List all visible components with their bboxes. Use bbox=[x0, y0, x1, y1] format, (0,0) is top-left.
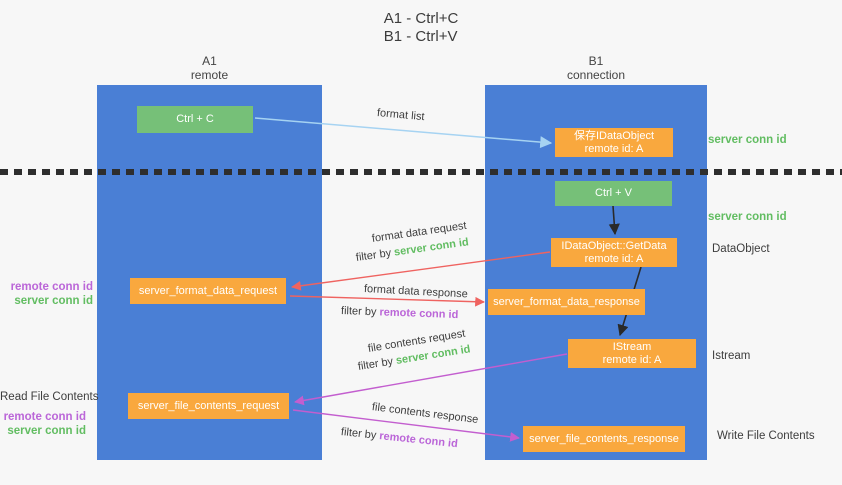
arrow-label-format-data-response: format data response bbox=[363, 283, 469, 301]
node-idataobject-getdata-line2: remote id: A bbox=[584, 252, 644, 265]
label-server-conn-id-top: server conn id bbox=[708, 134, 787, 146]
arrow-label-file-response-filter: filter by remote conn id bbox=[340, 426, 458, 450]
arrow-label-file-contents-response: file contents response bbox=[371, 401, 479, 426]
label-format-remote-conn-id: remote conn id bbox=[10, 281, 93, 293]
title-line-1: A1 - Ctrl+C bbox=[383, 10, 459, 27]
filter-by-prefix: filter by bbox=[340, 426, 380, 442]
lifeline-b1-id: B1 bbox=[588, 54, 604, 68]
lifeline-b1-role: connection bbox=[566, 68, 626, 82]
filter-by-prefix: filter by bbox=[340, 305, 380, 319]
lifeline-a1-id: A1 bbox=[202, 54, 217, 68]
node-ctrl-c: Ctrl + C bbox=[137, 106, 253, 133]
node-server-format-data-response: server_format_data_response bbox=[488, 289, 645, 315]
node-ctrl-v: Ctrl + V bbox=[555, 181, 672, 206]
node-istream-line1: IStream bbox=[612, 340, 652, 353]
diagram-title-lines: A1 - Ctrl+C B1 - Ctrl+V bbox=[384, 10, 459, 46]
lifeline-header-a1: A1 remote bbox=[97, 54, 322, 82]
node-save-idataobject-line1: 保存IDataObject bbox=[573, 129, 655, 142]
title-line-2: B1 - Ctrl+V bbox=[383, 28, 458, 45]
node-server-file-contents-request: server_file_contents_request bbox=[128, 393, 289, 419]
label-istream: Istream bbox=[712, 350, 751, 362]
node-save-idataobject-line2: remote id: A bbox=[584, 142, 644, 155]
label-format-conn-ids: remote conn id server conn id bbox=[0, 280, 93, 308]
filter-by-remote-conn-id: remote conn id bbox=[378, 430, 459, 451]
filter-by-prefix: filter by bbox=[355, 246, 395, 264]
node-server-format-data-response-label: server_format_data_response bbox=[493, 295, 640, 308]
node-idataobject-getdata: IDataObject::GetData remote id: A bbox=[551, 238, 677, 267]
label-file-conn-ids: remote conn id server conn id bbox=[0, 410, 86, 438]
diagram-title: A1 - Ctrl+C B1 - Ctrl+V bbox=[0, 10, 842, 46]
arrow-label-format-list: format list bbox=[376, 107, 426, 124]
filter-by-remote-conn-id: remote conn id bbox=[379, 306, 459, 322]
node-istream-line2: remote id: A bbox=[602, 353, 662, 366]
node-idataobject-getdata-line1: IDataObject::GetData bbox=[561, 239, 667, 252]
lifeline-header-b1: B1 connection bbox=[485, 54, 707, 82]
label-read-file-contents: Read File Contents bbox=[0, 391, 99, 403]
label-server-conn-id-mid: server conn id bbox=[708, 211, 787, 223]
label-write-file-contents: Write File Contents bbox=[717, 430, 815, 442]
node-ctrl-v-label: Ctrl + V bbox=[595, 187, 632, 199]
label-dataobject: DataObject bbox=[712, 243, 770, 255]
label-format-server-conn-id: server conn id bbox=[14, 295, 93, 307]
label-file-server-conn-id: server conn id bbox=[7, 425, 86, 437]
phase-separator-dashed-line bbox=[0, 169, 842, 175]
node-save-idataobject: 保存IDataObject remote id: A bbox=[555, 128, 673, 157]
label-file-remote-conn-id: remote conn id bbox=[3, 411, 86, 423]
arrow-label-format-response-filter: filter by remote conn id bbox=[341, 305, 459, 321]
node-server-file-contents-response: server_file_contents_response bbox=[523, 426, 685, 452]
node-ctrl-c-label: Ctrl + C bbox=[176, 113, 214, 125]
node-server-file-contents-response-label: server_file_contents_response bbox=[529, 432, 679, 445]
node-istream: IStream remote id: A bbox=[568, 339, 696, 368]
node-server-file-contents-request-label: server_file_contents_request bbox=[137, 399, 280, 412]
filter-by-prefix: filter by bbox=[357, 355, 397, 373]
node-server-format-data-request: server_format_data_request bbox=[130, 278, 286, 304]
lifeline-a1-role: remote bbox=[190, 68, 229, 82]
node-server-format-data-request-label: server_format_data_request bbox=[138, 284, 278, 297]
